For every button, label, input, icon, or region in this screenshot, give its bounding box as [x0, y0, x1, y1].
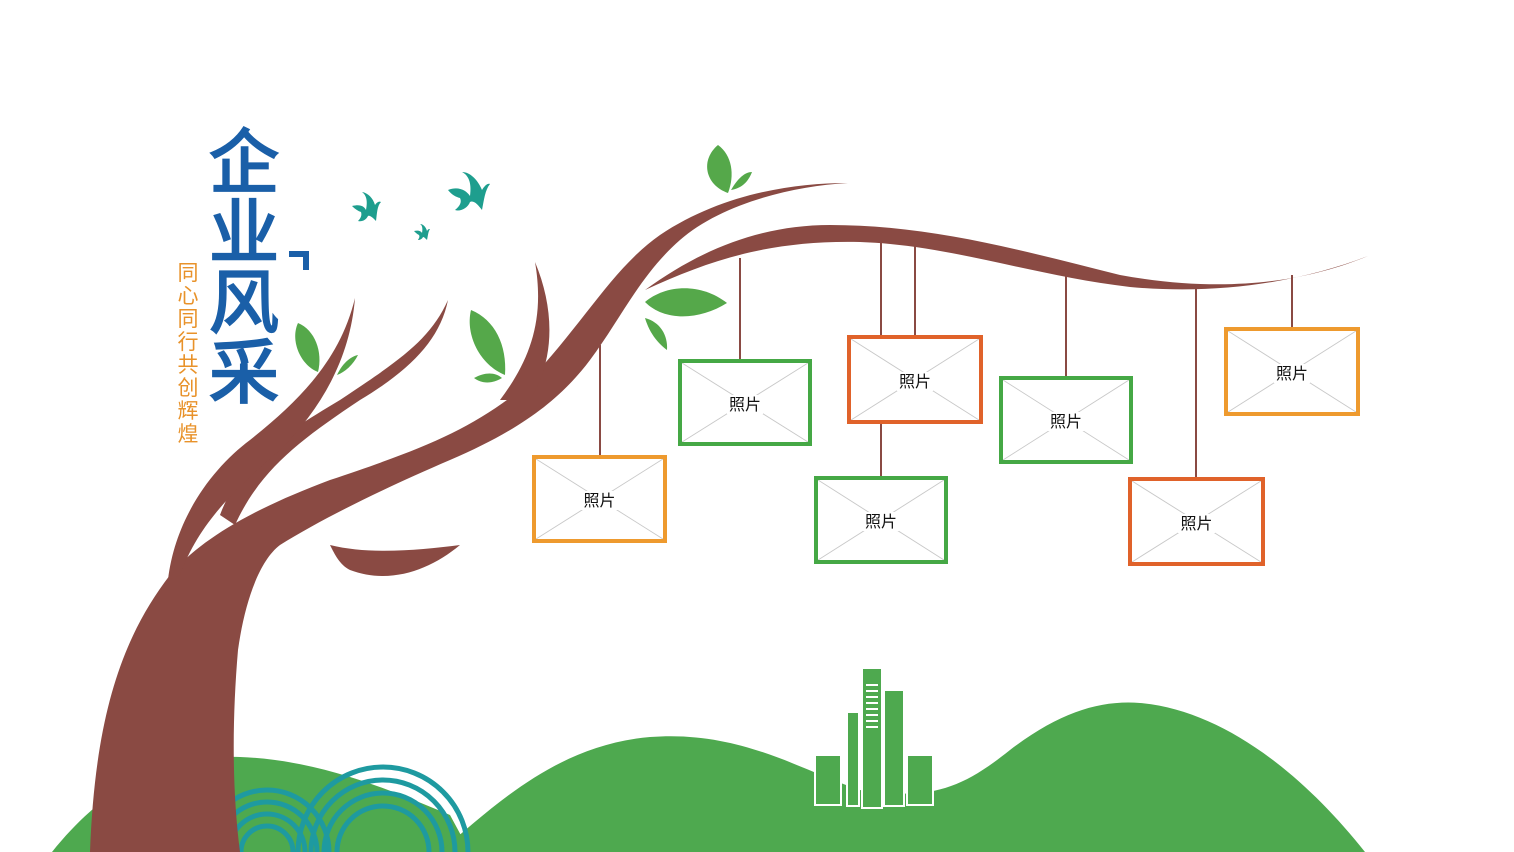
photo-label: 照片: [896, 371, 933, 391]
photo-frame[interactable]: 照片: [814, 476, 948, 564]
photo-label: 照片: [1178, 513, 1215, 533]
photo-label: 照片: [581, 491, 618, 510]
bird-icon: [414, 224, 430, 240]
leaves: [295, 145, 752, 383]
birds: [352, 172, 490, 240]
photo-label: 照片: [862, 512, 899, 531]
photo-frame[interactable]: 照片: [999, 376, 1133, 464]
photo-frame[interactable]: 照片: [532, 455, 667, 543]
page-title: 企 业 风 采: [204, 128, 284, 408]
slogan-char: 心: [177, 284, 199, 308]
title-char: 采: [209, 331, 279, 414]
slogan-char: 创: [177, 376, 199, 400]
tree: [90, 183, 1368, 852]
bird-icon: [352, 192, 381, 222]
photo-frame[interactable]: 照片: [678, 359, 812, 446]
title-char: 业: [209, 191, 279, 274]
slogan-char: 共: [177, 353, 199, 377]
slogan-char: 煌: [177, 422, 199, 446]
hanging-strings: [599, 243, 1293, 479]
photo-label: 照片: [726, 394, 763, 414]
title-bracket: [289, 251, 309, 270]
slogan-char: 同: [177, 307, 199, 331]
title-char: 风: [209, 261, 279, 344]
building-windows: [866, 684, 878, 728]
hill-main: [440, 702, 1365, 852]
slogan-char: 行: [177, 330, 199, 354]
title-char: 企: [209, 121, 279, 204]
city-skyline: [814, 667, 934, 809]
slogan-text: 同 心 同 行 共 创 辉 煌: [175, 262, 201, 446]
slogan-char: 同: [177, 261, 199, 285]
bird-icon: [448, 172, 490, 211]
photo-label: 照片: [1273, 363, 1310, 383]
photo-frame[interactable]: 照片: [1128, 477, 1265, 566]
photo-frame[interactable]: 照片: [1224, 327, 1360, 416]
slogan-char: 辉: [177, 399, 199, 423]
photo-frame[interactable]: 照片: [847, 335, 983, 424]
photo-label: 照片: [1047, 412, 1084, 431]
